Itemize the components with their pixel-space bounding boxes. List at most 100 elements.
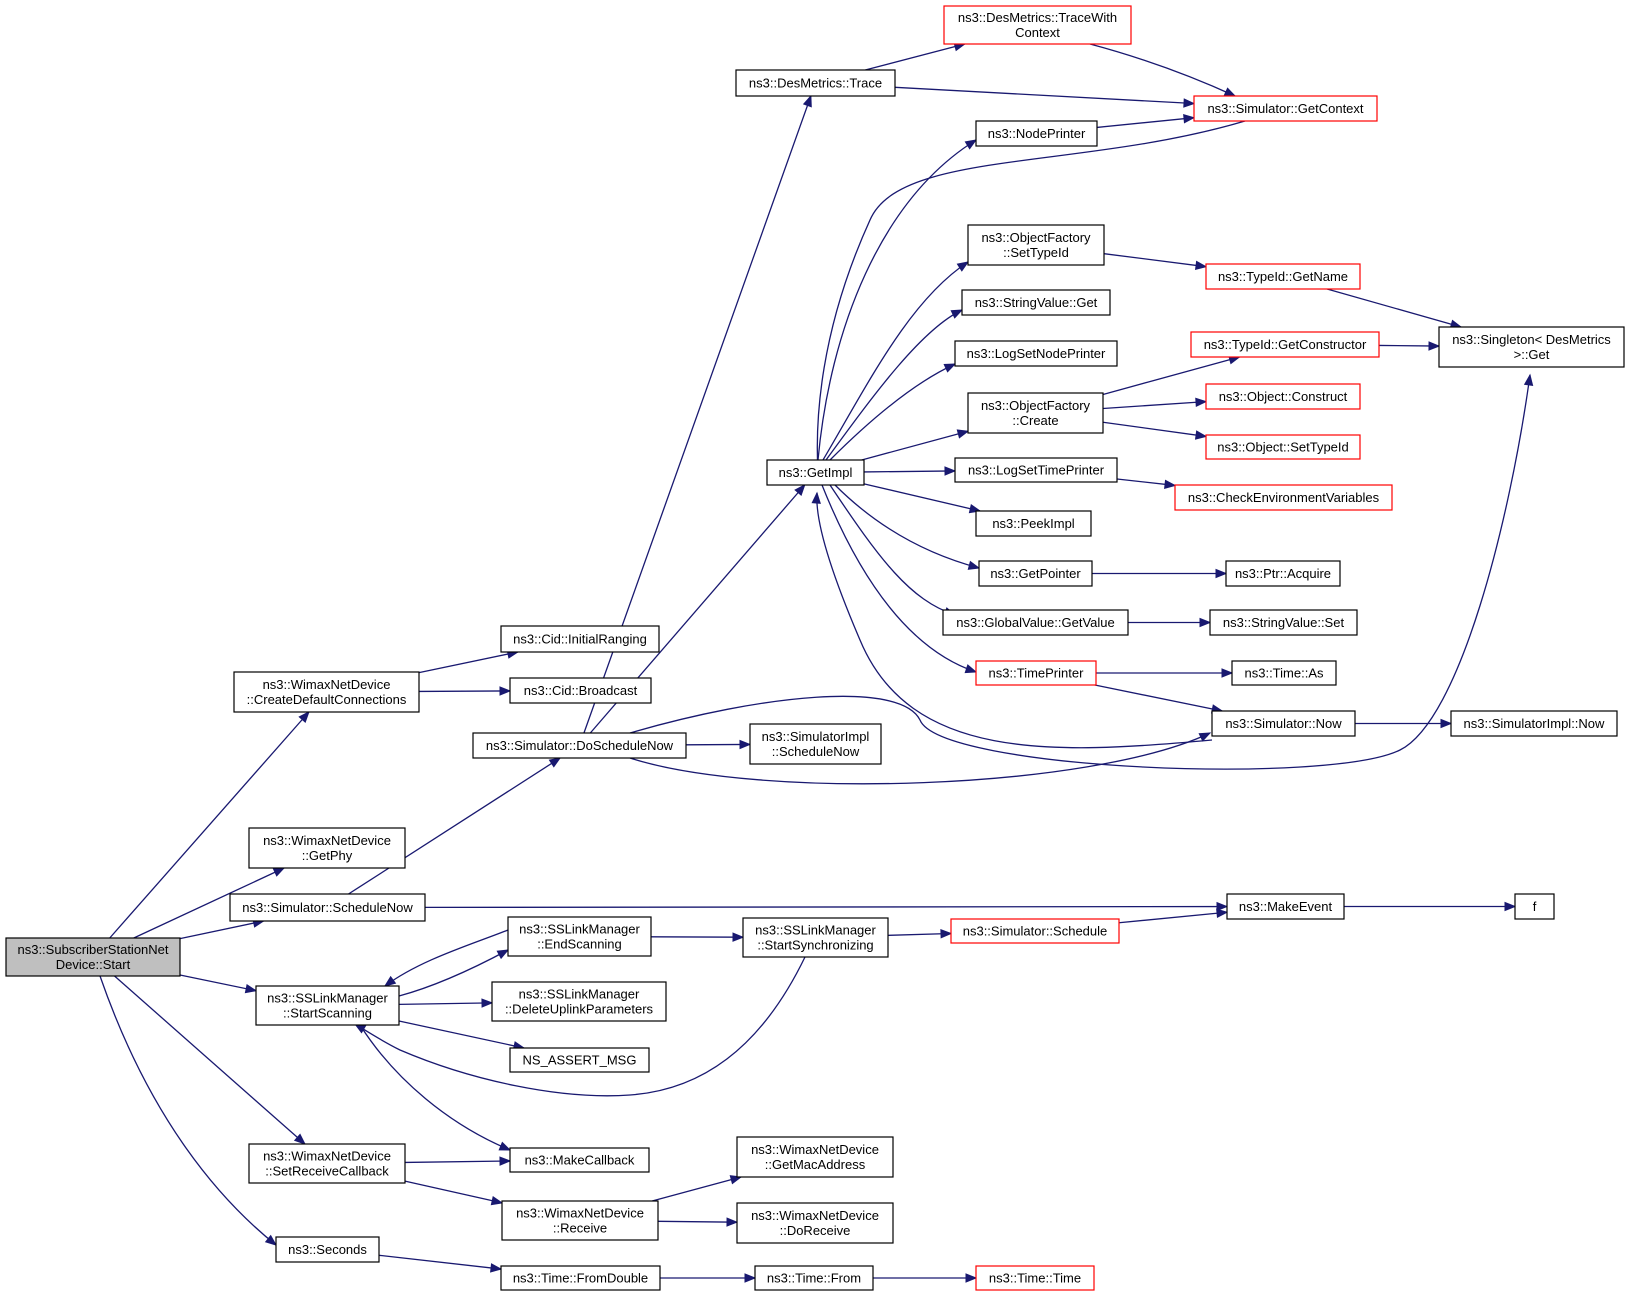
node-schedulenow[interactable]: ns3::Simulator::ScheduleNow [229,893,426,922]
node-ofsettypeid[interactable]: ns3::ObjectFactory::SetTypeId [967,224,1105,266]
node-typeidgetconstructor[interactable]: ns3::TypeId::GetConstructor [1190,331,1380,358]
node-timeprinter[interactable]: ns3::TimePrinter [975,660,1097,686]
node-setreceivecb[interactable]: ns3::WimaxNetDevice::SetReceiveCallback [248,1143,406,1184]
edge-arrowhead [811,491,821,504]
node-receive[interactable]: ns3::WimaxNetDevice::Receive [501,1200,659,1241]
node-timetime[interactable]: ns3::Time::Time [975,1265,1095,1291]
node-getimpl[interactable]: ns3::GetImpl [766,459,865,486]
edge-line [384,929,509,987]
node-stringvalueset[interactable]: ns3::StringValue::Set [1209,609,1358,636]
node-getpointer[interactable]: ns3::GetPointer [978,560,1093,587]
node-box [507,916,652,957]
edge-line [179,974,257,992]
node-createdefconn[interactable]: ns3::WimaxNetDevice::CreateDefaultConnec… [233,671,420,713]
node-startscanning[interactable]: ns3::SSLinkManager::StartScanning [255,985,400,1026]
node-checkenv[interactable]: ns3::CheckEnvironmentVariables [1174,484,1393,511]
node-logsetnodeprinter[interactable]: ns3::LogSetNodePrinter [954,340,1118,367]
node-label: ::Receive [553,1221,607,1236]
node-ptracquire[interactable]: ns3::Ptr::Acquire [1225,560,1341,587]
edge-arrowhead [244,983,258,994]
node-box [967,224,1105,266]
node-label: ns3::PeekImpl [992,516,1074,531]
edge-arrowhead [956,429,970,439]
edge-arrowhead [272,867,286,877]
node-makeevent[interactable]: ns3::MakeEvent [1226,893,1345,920]
node-ofcreate[interactable]: ns3::ObjectFactory::Create [967,392,1104,434]
edge-getimpl-to-nodeprinter [817,139,978,461]
edge-line [1102,421,1207,438]
node-label: ::StartSynchronizing [757,938,873,953]
edge-receive-to-doreceive [657,1217,739,1227]
node-label: NS_ASSERT_MSG [523,1053,637,1068]
node-box [248,827,406,869]
node-initialranging[interactable]: ns3::Cid::InitialRanging [500,625,660,653]
edge-line [894,86,1195,105]
node-label: ns3::TypeId::GetName [1218,269,1348,284]
node-label: ns3::Seconds [288,1242,367,1257]
edge-arrowhead [729,1175,743,1185]
node-label: ns3::DesMetrics::TraceWith [958,10,1117,25]
node-label: ::DoReceive [780,1223,851,1238]
node-label: ns3::Object::SetTypeId [1217,440,1349,455]
node-box [1226,893,1345,920]
node-box [950,918,1120,944]
node-doreceive[interactable]: ns3::WimaxNetDevice::DoReceive [736,1202,894,1244]
edge-arrowhead [1195,397,1208,408]
edge-root-to-setreceivecb [114,975,306,1145]
node-broadcast[interactable]: ns3::Cid::Broadcast [509,677,652,704]
node-simulatornow[interactable]: ns3::Simulator::Now [1211,710,1356,737]
node-label: ns3::LogSetTimePrinter [968,463,1105,478]
node-label: ::GetPhy [302,848,353,863]
edge-timeprinter-to-timeas [1096,668,1234,678]
node-simschedule[interactable]: ns3::Simulator::Schedule [950,918,1120,944]
edge-arrowhead [499,1156,512,1166]
node-doschedulenow[interactable]: ns3::Simulator::DoScheduleNow [472,732,687,759]
edge-startscanning-to-nsassert [398,1020,526,1051]
node-box [500,625,660,653]
edge-root-to-seconds [99,975,278,1246]
node-nodeprinter[interactable]: ns3::NodePrinter [975,120,1098,147]
node-makecallback[interactable]: ns3::MakeCallback [509,1147,650,1173]
node-nsassert[interactable]: NS_ASSERT_MSG [509,1047,650,1073]
node-peekimpl[interactable]: ns3::PeekImpl [975,510,1092,537]
edge-line [424,905,1228,909]
edge-schedulenow-to-makeevent [424,901,1229,912]
node-desmetricstrace[interactable]: ns3::DesMetrics::Trace [735,69,896,97]
edge-endscanning-to-startsync [650,932,745,942]
node-deleteuplink[interactable]: ns3::SSLinkManager::DeleteUplinkParamete… [491,981,667,1022]
node-seconds[interactable]: ns3::Seconds [275,1236,380,1263]
node-f[interactable]: f [1514,893,1555,920]
node-objectsettypeid[interactable]: ns3::Object::SetTypeId [1205,434,1361,460]
node-objectconstruct[interactable]: ns3::Object::Construct [1205,383,1361,410]
edge-arrowhead [739,739,752,750]
node-timefrom[interactable]: ns3::Time::From [754,1265,874,1291]
edge-simulatornow-to-simimplnow [1355,718,1453,729]
edge-line [398,949,509,997]
node-getcontext[interactable]: ns3::Simulator::GetContext [1193,95,1378,122]
node-box [509,677,652,704]
edge-line [861,430,969,461]
node-globalvaluegetvalue[interactable]: ns3::GlobalValue::GetValue [942,609,1129,636]
node-singletonget[interactable]: ns3::Singleton< DesMetrics>::Get [1438,326,1625,368]
node-box [736,1136,894,1178]
node-stringvalueget[interactable]: ns3::StringValue::Get [961,289,1111,316]
node-label: ::Create [1012,413,1058,428]
node-box [255,985,400,1026]
node-simimplnow[interactable]: ns3::SimulatorImpl::Now [1450,710,1618,737]
node-getmacaddress[interactable]: ns3::WimaxNetDevice::GetMacAddress [736,1136,894,1178]
node-typeidgetname[interactable]: ns3::TypeId::GetName [1205,263,1361,290]
node-simimplschedulenow[interactable]: ns3::SimulatorImpl::ScheduleNow [749,723,882,765]
edge-desmetricstrace-to-getcontext [894,86,1196,108]
edge-arrowhead [1440,718,1453,729]
edge-arrowhead [726,1217,739,1227]
node-getphy[interactable]: ns3::WimaxNetDevice::GetPhy [248,827,406,869]
node-timeas[interactable]: ns3::Time::As [1231,660,1337,686]
node-fromdouble[interactable]: ns3::Time::FromDouble [500,1265,661,1291]
node-logsettimeprinter[interactable]: ns3::LogSetTimePrinter [954,457,1118,483]
edge-schedulenow-to-doschedulenow [348,757,562,895]
node-startsync[interactable]: ns3::SSLinkManager::StartSynchronizing [742,917,889,958]
node-endscanning[interactable]: ns3::SSLinkManager::EndScanning [507,916,652,957]
edge-startscanning-to-makecallback [359,1024,512,1151]
node-layer: ns3::SubscriberStationNetDevice::Startns… [5,5,1625,1291]
